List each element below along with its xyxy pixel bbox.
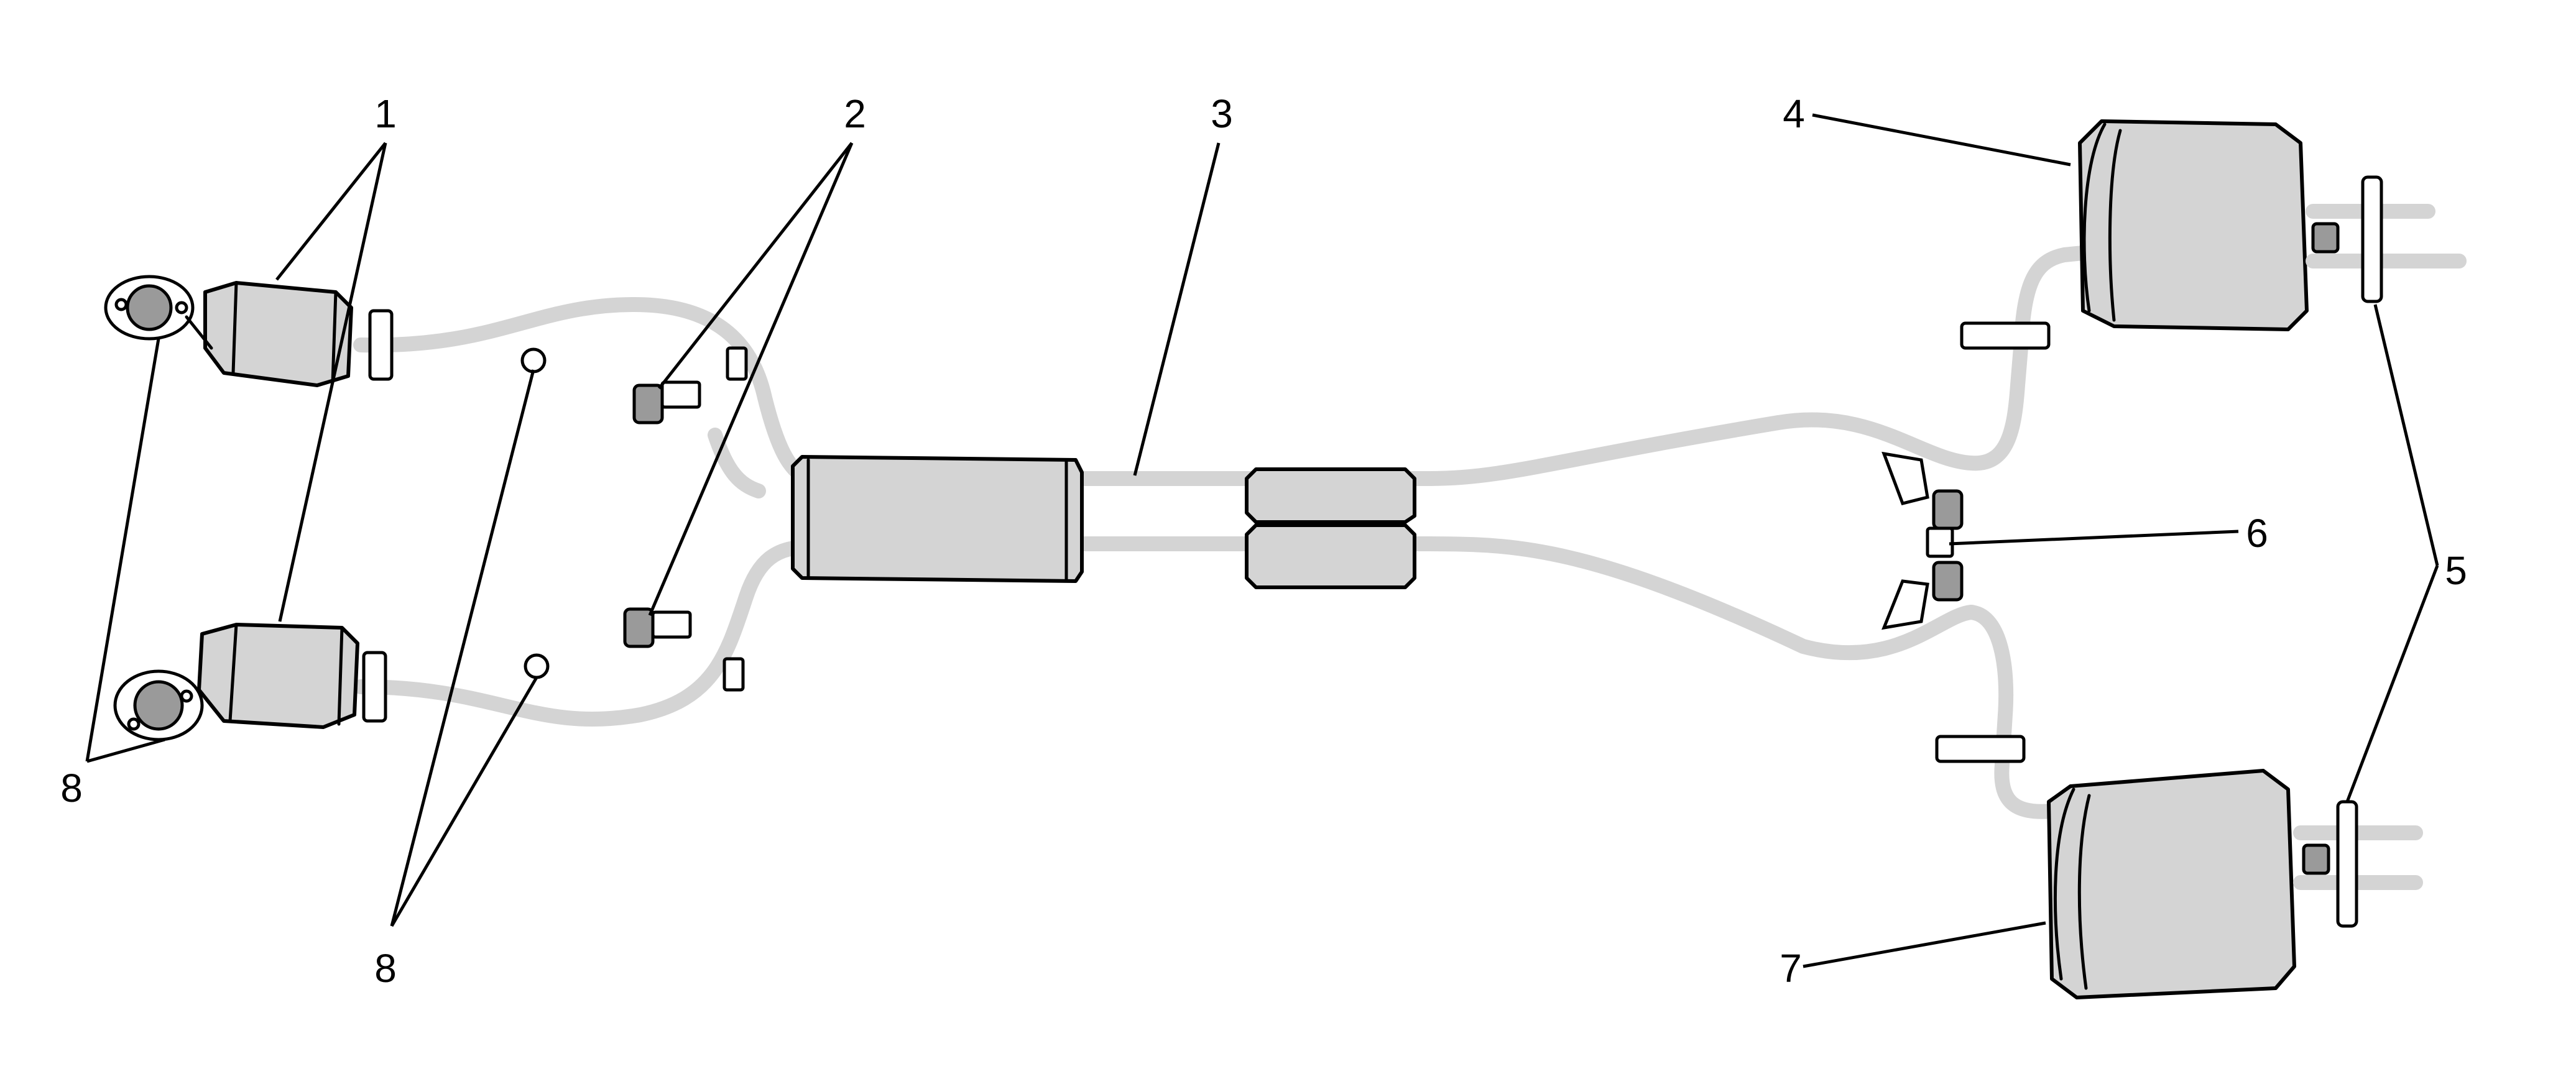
leader-lines <box>85 113 2439 968</box>
front-muffler <box>791 455 1416 589</box>
callout-8-bottom: 8 <box>374 946 397 991</box>
callout-3: 3 <box>1211 91 1233 136</box>
rear-muffler-lower <box>2047 769 2296 999</box>
callout-8-left: 8 <box>60 766 83 810</box>
rear-muffler-upper <box>2078 119 2309 331</box>
catalytic-converter-upper <box>104 275 353 387</box>
catalytic-converter-lower <box>113 623 359 741</box>
callout-labels: 1 2 3 4 5 6 7 8 8 <box>60 91 2467 991</box>
callout-5: 5 <box>2445 548 2467 593</box>
pipes <box>353 244 2103 819</box>
callout-4: 4 <box>1783 91 1805 136</box>
center-hanger <box>1881 451 1964 630</box>
callout-7: 7 <box>1780 946 1802 991</box>
callout-6: 6 <box>2246 511 2268 556</box>
hangers <box>623 346 748 692</box>
tailpipes <box>2293 175 2467 928</box>
callout-1: 1 <box>374 91 397 136</box>
flange-clamps <box>362 309 2051 763</box>
callout-2: 2 <box>844 91 866 136</box>
